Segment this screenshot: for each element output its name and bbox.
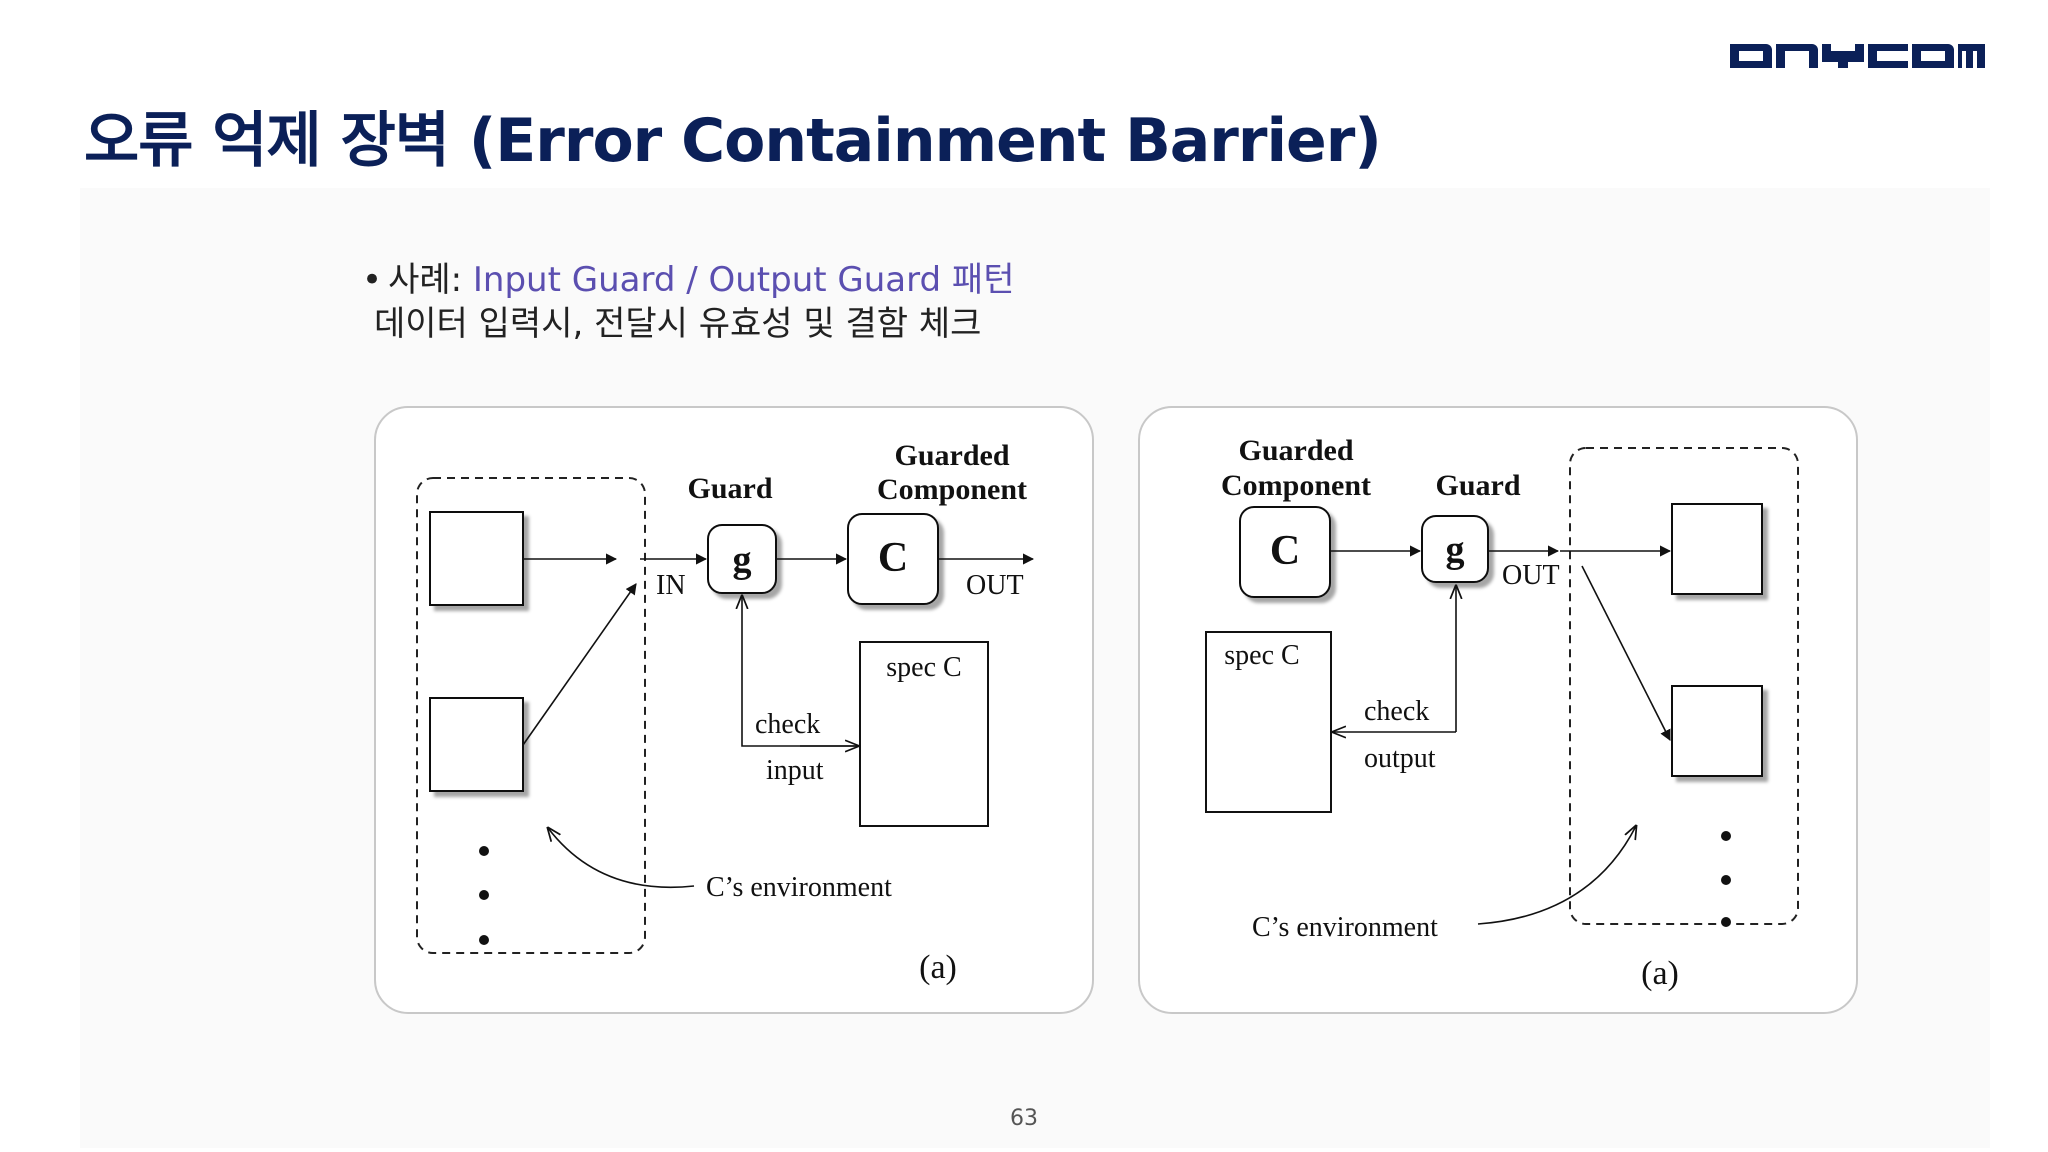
right-guarded-label-1: Guarded (1238, 434, 1353, 467)
left-env-box (416, 477, 646, 954)
right-guarded-label-2: Component (1221, 469, 1371, 502)
right-component-c: C (1270, 528, 1300, 574)
left-out-label: OUT (966, 570, 1024, 601)
right-diagram: Guarded Component Guard C g OUT spec C c… (1205, 434, 1799, 992)
left-env-dot-1 (479, 846, 489, 856)
right-env-dot-3 (1721, 917, 1731, 927)
left-input-label: input (766, 755, 824, 786)
left-spec-label: spec C (886, 652, 961, 683)
left-env-dot-2 (479, 890, 489, 900)
right-guard-box (1421, 515, 1489, 583)
right-env-component-1 (1671, 503, 1763, 595)
right-env-dot-1 (1721, 831, 1731, 841)
right-env-box (1569, 447, 1799, 925)
left-env-component-2 (429, 697, 524, 792)
left-env-label: C’s environment (706, 872, 892, 903)
left-env-curve (548, 828, 695, 889)
left-diagram: g C Guard Guarded Component IN OUT spec … (416, 439, 1035, 986)
right-out-label: OUT (1502, 560, 1560, 591)
page-number: 63 (1010, 1106, 1038, 1131)
right-env-dot-2 (1721, 875, 1731, 885)
left-component-c: C (878, 535, 908, 581)
left-spec-box (859, 641, 989, 827)
left-caption: (a) (919, 949, 957, 986)
bullet-subtext: 데이터 입력시, 전달시 유효성 및 결함 체크 (374, 304, 982, 344)
bullet-line: •사례: Input Guard / Output Guard 패턴 (362, 258, 1014, 302)
left-guard-g: g (733, 539, 752, 581)
onycom-logo (1730, 44, 1985, 68)
right-spec-box (1205, 631, 1332, 813)
right-env-label: C’s environment (1252, 912, 1438, 943)
left-check-label: check (755, 709, 820, 740)
left-env-arrow-2 (522, 583, 637, 746)
right-guard-g: g (1446, 529, 1465, 571)
right-guard-label: Guard (1435, 469, 1520, 502)
left-env-component-1 (429, 511, 524, 606)
bullet-dot: • (362, 260, 383, 300)
bullet-highlight: Input Guard / Output Guard 패턴 (472, 260, 1015, 300)
left-guarded-label-2: Component (877, 473, 1027, 506)
right-env-curve (1477, 826, 1636, 925)
left-in-label: IN (656, 570, 686, 601)
right-check-label: check (1364, 696, 1429, 727)
right-env-arrow-2 (1581, 565, 1671, 741)
right-component-box (1239, 506, 1331, 598)
right-env-component-2 (1671, 685, 1763, 777)
left-guard-label: Guard (687, 472, 772, 505)
right-output-label: output (1364, 743, 1436, 774)
right-spec-label: spec C (1224, 640, 1299, 671)
left-guarded-label-1: Guarded (894, 439, 1009, 472)
right-caption: (a) (1641, 955, 1679, 992)
slide-title: 오류 억제 장벽 (Error Containment Barrier) (84, 106, 1382, 176)
bullet-prefix: 사례: (388, 260, 473, 300)
left-env-dot-3 (479, 935, 489, 945)
